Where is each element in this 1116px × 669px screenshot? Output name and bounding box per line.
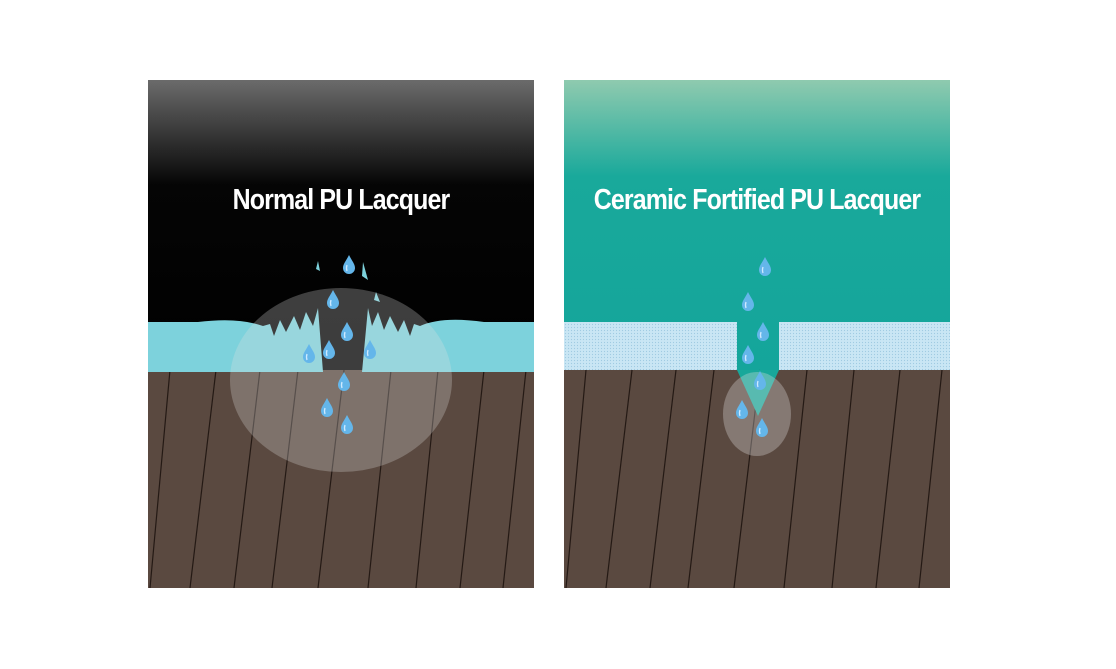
ceramic-coating-right	[779, 322, 950, 370]
panel-title: Normal PU Lacquer	[232, 184, 451, 216]
ceramic-pu-lacquer-panel: Ceramic Fortified PU Lacquer	[564, 80, 950, 588]
ceramic-lacquer-illustration	[564, 80, 950, 588]
water-penetration-zone	[723, 372, 791, 456]
panel-title: Ceramic Fortified PU Lacquer	[593, 184, 921, 216]
wood-substrate	[148, 370, 534, 588]
wood-grain	[565, 369, 943, 588]
wood-grain	[149, 369, 527, 588]
damaged-lacquer-coating	[148, 308, 534, 372]
normal-pu-lacquer-panel: Normal PU Lacquer	[148, 80, 534, 588]
coating-fragments	[316, 261, 380, 302]
ceramic-coating-left	[564, 322, 737, 370]
normal-lacquer-illustration	[148, 80, 534, 588]
wood-wedge	[737, 370, 779, 416]
